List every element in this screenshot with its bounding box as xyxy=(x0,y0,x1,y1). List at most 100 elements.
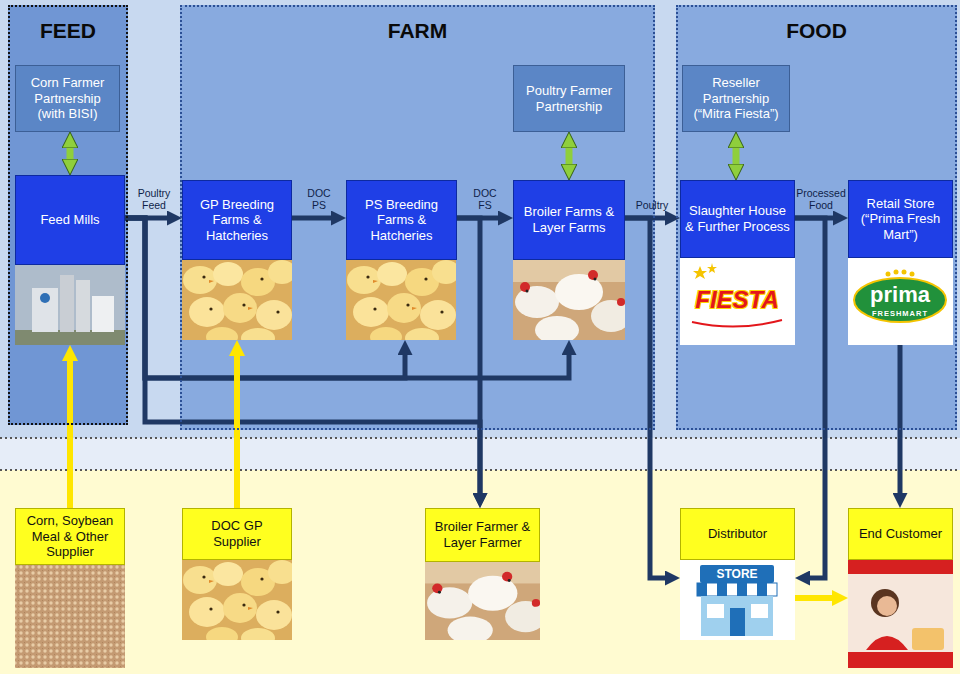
store-awning xyxy=(697,583,777,596)
flow-label: Poultry xyxy=(636,199,669,211)
process-card: Retail Store (“Prima Fresh Mart”) xyxy=(848,180,953,345)
card-header: Slaughter House & Further Process xyxy=(680,180,795,258)
panel-title: FOOD xyxy=(678,19,955,42)
text-wrap: Corn, Soybean Meal & Other Supplier xyxy=(20,513,120,560)
hens-photo xyxy=(513,260,631,344)
card-header: Broiler Farmer & Layer Farmer xyxy=(425,508,540,562)
flow-label: Processed Food xyxy=(796,187,846,211)
text-wrap: Reseller Partnership (“Mitra Fiesta”) xyxy=(687,75,785,122)
panel-title: FEED xyxy=(10,19,126,42)
text-wrap: GP Breeding Farms & Hatcheries xyxy=(187,197,287,244)
text-wrap: Corn Farmer Partnership (with BISI) xyxy=(20,75,115,122)
brand-logo-text: prima xyxy=(870,284,930,306)
awning-stripe xyxy=(757,583,767,596)
node-label: FEED xyxy=(10,19,126,42)
mill-building xyxy=(92,296,114,332)
partnership-arrow xyxy=(733,142,740,170)
node-label: GP Breeding Farms & Hatcheries xyxy=(187,197,287,244)
node-label: Corn Farmer Partnership (with BISI) xyxy=(20,75,115,122)
text-wrap: End Customer xyxy=(853,526,948,542)
process-card: GP Breeding Farms & Hatcheries xyxy=(182,180,292,340)
card-header: Feed Mills xyxy=(15,175,125,265)
node-label: Distributor xyxy=(685,526,790,542)
node-label: Corn, Soybean Meal & Other Supplier xyxy=(20,513,120,560)
panel-fill xyxy=(180,5,655,430)
partnership-arrow xyxy=(566,142,573,170)
supply-arrow xyxy=(795,595,838,601)
logo-dot xyxy=(902,270,907,275)
text-wrap: Broiler Farmer & Layer Farmer xyxy=(430,519,535,550)
flow-label: DOC PS xyxy=(307,187,330,211)
flow-label: DOC FS xyxy=(473,187,496,211)
node-label: Feed Mills xyxy=(20,212,120,228)
brand-logo-subtext: FRESHMART xyxy=(872,310,928,318)
stage-panel: FARM GP Breeding Farms & Hatcheries PS Bre… xyxy=(180,5,655,430)
store-icon xyxy=(680,560,795,640)
logo-star xyxy=(693,266,707,279)
partnership-box: Poultry Farmer Partnership xyxy=(513,65,625,132)
external-party-card: End Customer xyxy=(848,508,953,668)
text-wrap: Distributor xyxy=(685,526,790,542)
logo-dot xyxy=(910,272,915,277)
external-party-card: Broiler Farmer & Layer Farmer xyxy=(425,508,540,640)
partnership-arrow xyxy=(67,142,74,165)
node-label: Retail Store (“Prima Fresh Mart”) xyxy=(853,196,948,243)
text-wrap: Broiler Farms & Layer Farms xyxy=(518,204,620,235)
chicks-photo xyxy=(346,260,460,348)
prima-logo xyxy=(848,258,953,345)
node-label: FOOD xyxy=(678,19,955,42)
logo-ground xyxy=(680,258,795,345)
flow-arrow xyxy=(625,218,670,578)
text-wrap: Slaughter House & Further Process xyxy=(685,203,790,234)
node-label: FARM xyxy=(182,19,653,42)
mill-logo xyxy=(40,293,50,303)
text-wrap: DOC GP Supplier xyxy=(187,518,287,549)
mill-silo xyxy=(76,280,90,332)
process-card: Slaughter House & Further Process xyxy=(680,180,795,345)
flow-arrow xyxy=(292,216,336,221)
stage-panel: FEED Corn Farmer Partnership (with BISI) F… xyxy=(8,5,128,425)
photo-ground xyxy=(15,330,125,345)
photo-banner xyxy=(848,560,953,574)
card-header: PS Breeding Farms & Hatcheries xyxy=(346,180,457,260)
fiesta-logo xyxy=(680,258,795,345)
text-wrap: PS Breeding Farms & Hatcheries xyxy=(351,197,452,244)
node-label: Broiler Farmer & Layer Farmer xyxy=(430,519,535,550)
grain-photo xyxy=(15,560,125,668)
logo-star xyxy=(707,263,717,273)
mill-silo xyxy=(60,275,74,332)
flow-arrow xyxy=(795,218,825,578)
node-label: Broiler Farms & Layer Farms xyxy=(518,204,620,235)
grain-texture xyxy=(15,560,125,668)
card-header: DOC GP Supplier xyxy=(182,508,292,560)
card-header: Retail Store (“Prima Fresh Mart”) xyxy=(848,180,953,258)
logo-dot xyxy=(886,272,891,277)
icon-ground xyxy=(680,560,795,640)
flow-arrow xyxy=(125,218,480,498)
feed-mill-photo xyxy=(15,265,125,345)
store-sign xyxy=(700,565,774,583)
node-label: End Customer xyxy=(853,526,948,542)
card-header: GP Breeding Farms & Hatcheries xyxy=(182,180,292,260)
customer-photo xyxy=(848,560,953,668)
card-header: End Customer xyxy=(848,508,953,560)
photo-ground xyxy=(848,560,953,668)
flow-label: Poultry Feed xyxy=(138,187,171,211)
photo-sky xyxy=(15,265,125,345)
person-face xyxy=(877,596,897,616)
store-window xyxy=(707,604,724,618)
process-card: PS Breeding Farms & Hatcheries xyxy=(346,180,457,340)
food-plate xyxy=(912,628,944,650)
partnership-box: Corn Farmer Partnership (with BISI) xyxy=(15,65,120,132)
text-wrap: Poultry Farmer Partnership xyxy=(518,83,620,114)
store-wall xyxy=(701,596,773,636)
stage-panel: FOOD Reseller Partnership (“Mitra Fiesta”… xyxy=(676,5,957,430)
store-window xyxy=(751,604,768,618)
node-label: Poultry Farmer Partnership xyxy=(518,83,620,114)
card-header: Broiler Farms & Layer Farms xyxy=(513,180,625,260)
text-wrap: Retail Store (“Prima Fresh Mart”) xyxy=(853,196,948,243)
mill-building xyxy=(32,288,58,332)
logo-oval xyxy=(854,278,946,322)
